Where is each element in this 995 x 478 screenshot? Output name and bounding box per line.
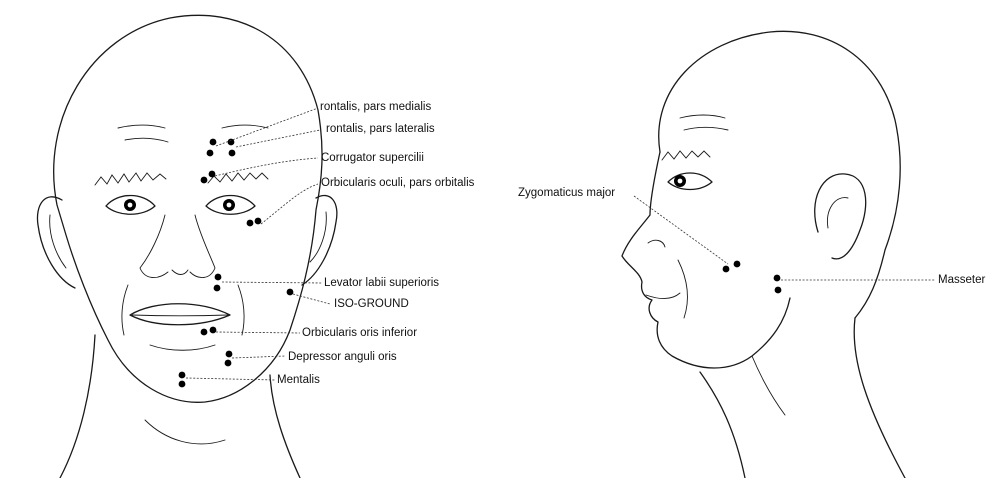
profile-head-outline xyxy=(659,31,900,318)
profile-eyebrow xyxy=(662,151,710,160)
electrode xyxy=(723,266,730,273)
electrode xyxy=(255,218,262,225)
electrode xyxy=(210,139,217,146)
mouth xyxy=(130,304,230,325)
label-iso-ground: ISO-GROUND xyxy=(334,298,409,310)
electrode xyxy=(210,327,217,334)
label-depressor-anguli-oris: Depressor anguli oris xyxy=(288,351,397,363)
left-eyebrow xyxy=(95,173,166,185)
electrode xyxy=(247,220,254,227)
electrode xyxy=(287,289,294,296)
label-frontalis-lateralis: rontalis, pars lateralis xyxy=(326,123,435,135)
label-mentalis: Mentalis xyxy=(277,374,320,386)
electrode xyxy=(214,285,221,292)
electrode xyxy=(207,150,214,157)
profile-face-view xyxy=(622,31,905,478)
frontal-face-view xyxy=(37,15,336,478)
profile-neck xyxy=(854,318,905,478)
label-masseter: Masseter xyxy=(938,274,985,286)
nose xyxy=(140,215,168,278)
frontal-neck xyxy=(60,335,95,478)
label-levator-labii: Levator labii superioris xyxy=(324,277,439,289)
electrode xyxy=(774,275,781,282)
electrode xyxy=(229,150,236,157)
label-corrugator-supercilii: Corrugator supercilii xyxy=(321,152,424,164)
label-frontalis-medialis: rontalis, pars medialis xyxy=(320,101,431,113)
electrode xyxy=(775,287,782,294)
right-eyebrow xyxy=(208,173,268,183)
profile-ear xyxy=(815,174,866,259)
profile-labels: Zygomaticus major Masseter xyxy=(518,187,985,286)
label-orbicularis-oris: Orbicularis oris inferior xyxy=(302,327,417,339)
electrode xyxy=(179,372,186,379)
frontal-labels: rontalis, pars medialis rontalis, pars l… xyxy=(277,101,475,386)
electrode xyxy=(225,360,232,367)
electrode xyxy=(734,261,741,268)
electrode xyxy=(201,177,208,184)
electrode xyxy=(209,171,216,178)
frontal-right-ear xyxy=(302,195,337,285)
label-orbicularis-oculi: Orbicularis oculi, pars orbitalis xyxy=(321,177,475,189)
frontal-left-ear xyxy=(37,197,75,288)
profile-face-outline xyxy=(622,152,790,368)
electrode xyxy=(215,274,222,281)
profile-electrodes xyxy=(723,261,782,294)
electrode xyxy=(226,351,233,358)
electrode xyxy=(201,329,208,336)
frontal-leader-lines xyxy=(186,108,330,380)
label-zygomaticus-major: Zygomaticus major xyxy=(518,187,615,199)
electrode xyxy=(179,381,186,388)
